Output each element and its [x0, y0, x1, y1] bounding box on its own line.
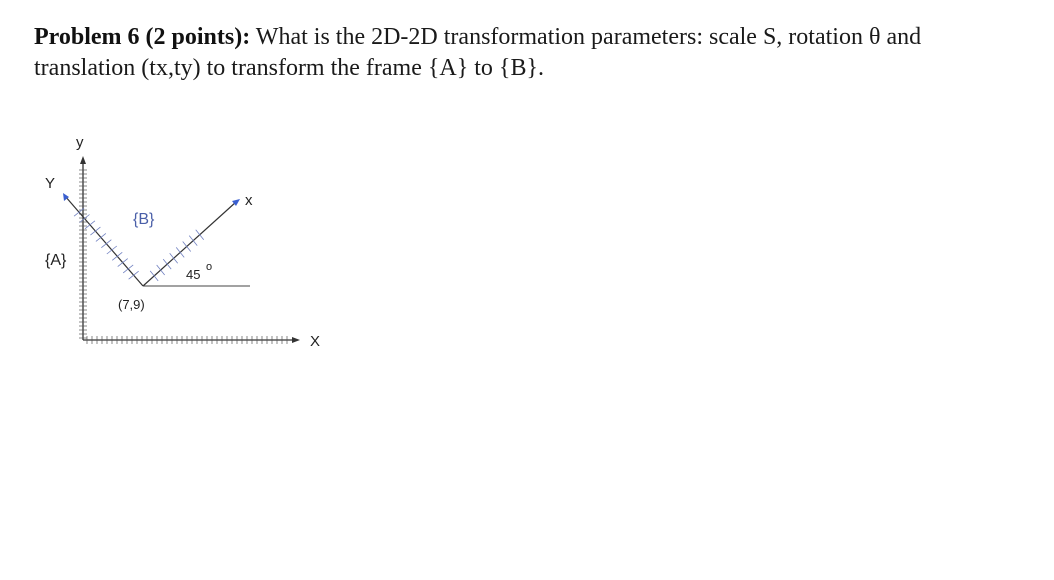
problem-heading: Problem 6 (2 points): [34, 24, 251, 50]
b-tick [156, 264, 165, 276]
frame-b-label: {B} [133, 211, 155, 228]
problem-line-1: Problem 6 (2 points): What is the 2D-2D … [34, 22, 1034, 53]
problem-statement: Problem 6 (2 points): What is the 2D-2D … [34, 22, 1034, 84]
b-tick [128, 270, 139, 280]
origin-label: (7,9) [118, 297, 145, 312]
frame-a-y-label: Y [45, 175, 55, 192]
frame-a-y-arrowhead [80, 156, 86, 164]
frame-b-ticks [73, 207, 205, 282]
b-tick [122, 264, 134, 274]
b-tick [162, 258, 172, 270]
frame-b-y-label: y [76, 134, 84, 151]
angle-label: 45 [186, 267, 200, 282]
b-tick [90, 226, 101, 236]
b-tick [195, 229, 205, 241]
b-tick [175, 247, 185, 258]
frame-a-x-label: X [310, 333, 320, 350]
b-tick [79, 214, 90, 223]
b-tick [84, 220, 96, 230]
b-tick [117, 258, 128, 267]
b-tick [112, 251, 123, 261]
b-tick [101, 239, 112, 249]
frame-a-label: {A} [45, 252, 67, 269]
frame-a-x-ticks [86, 336, 288, 344]
b-tick [106, 245, 118, 255]
b-tick [188, 235, 198, 246]
frame-b-y-axis [64, 195, 144, 287]
b-tick [182, 241, 192, 252]
frame-b-x-label: x [245, 192, 253, 209]
frame-a-x-arrowhead [292, 337, 300, 343]
frame-b-y-arrowhead [63, 193, 69, 201]
b-tick [169, 253, 179, 264]
problem-text-line-2: translation (tx,ty) to transform the fra… [34, 55, 544, 81]
frame-b-x-axis [142, 201, 237, 287]
frame-a-y-ticks [79, 169, 87, 339]
frame-b-x-arrowhead [232, 199, 240, 206]
b-tick [149, 270, 159, 282]
problem-text-line-1: What is the 2D-2D transformation paramet… [255, 24, 922, 50]
degree-symbol: o [206, 261, 212, 273]
b-tick [73, 207, 85, 217]
b-tick [95, 233, 107, 242]
